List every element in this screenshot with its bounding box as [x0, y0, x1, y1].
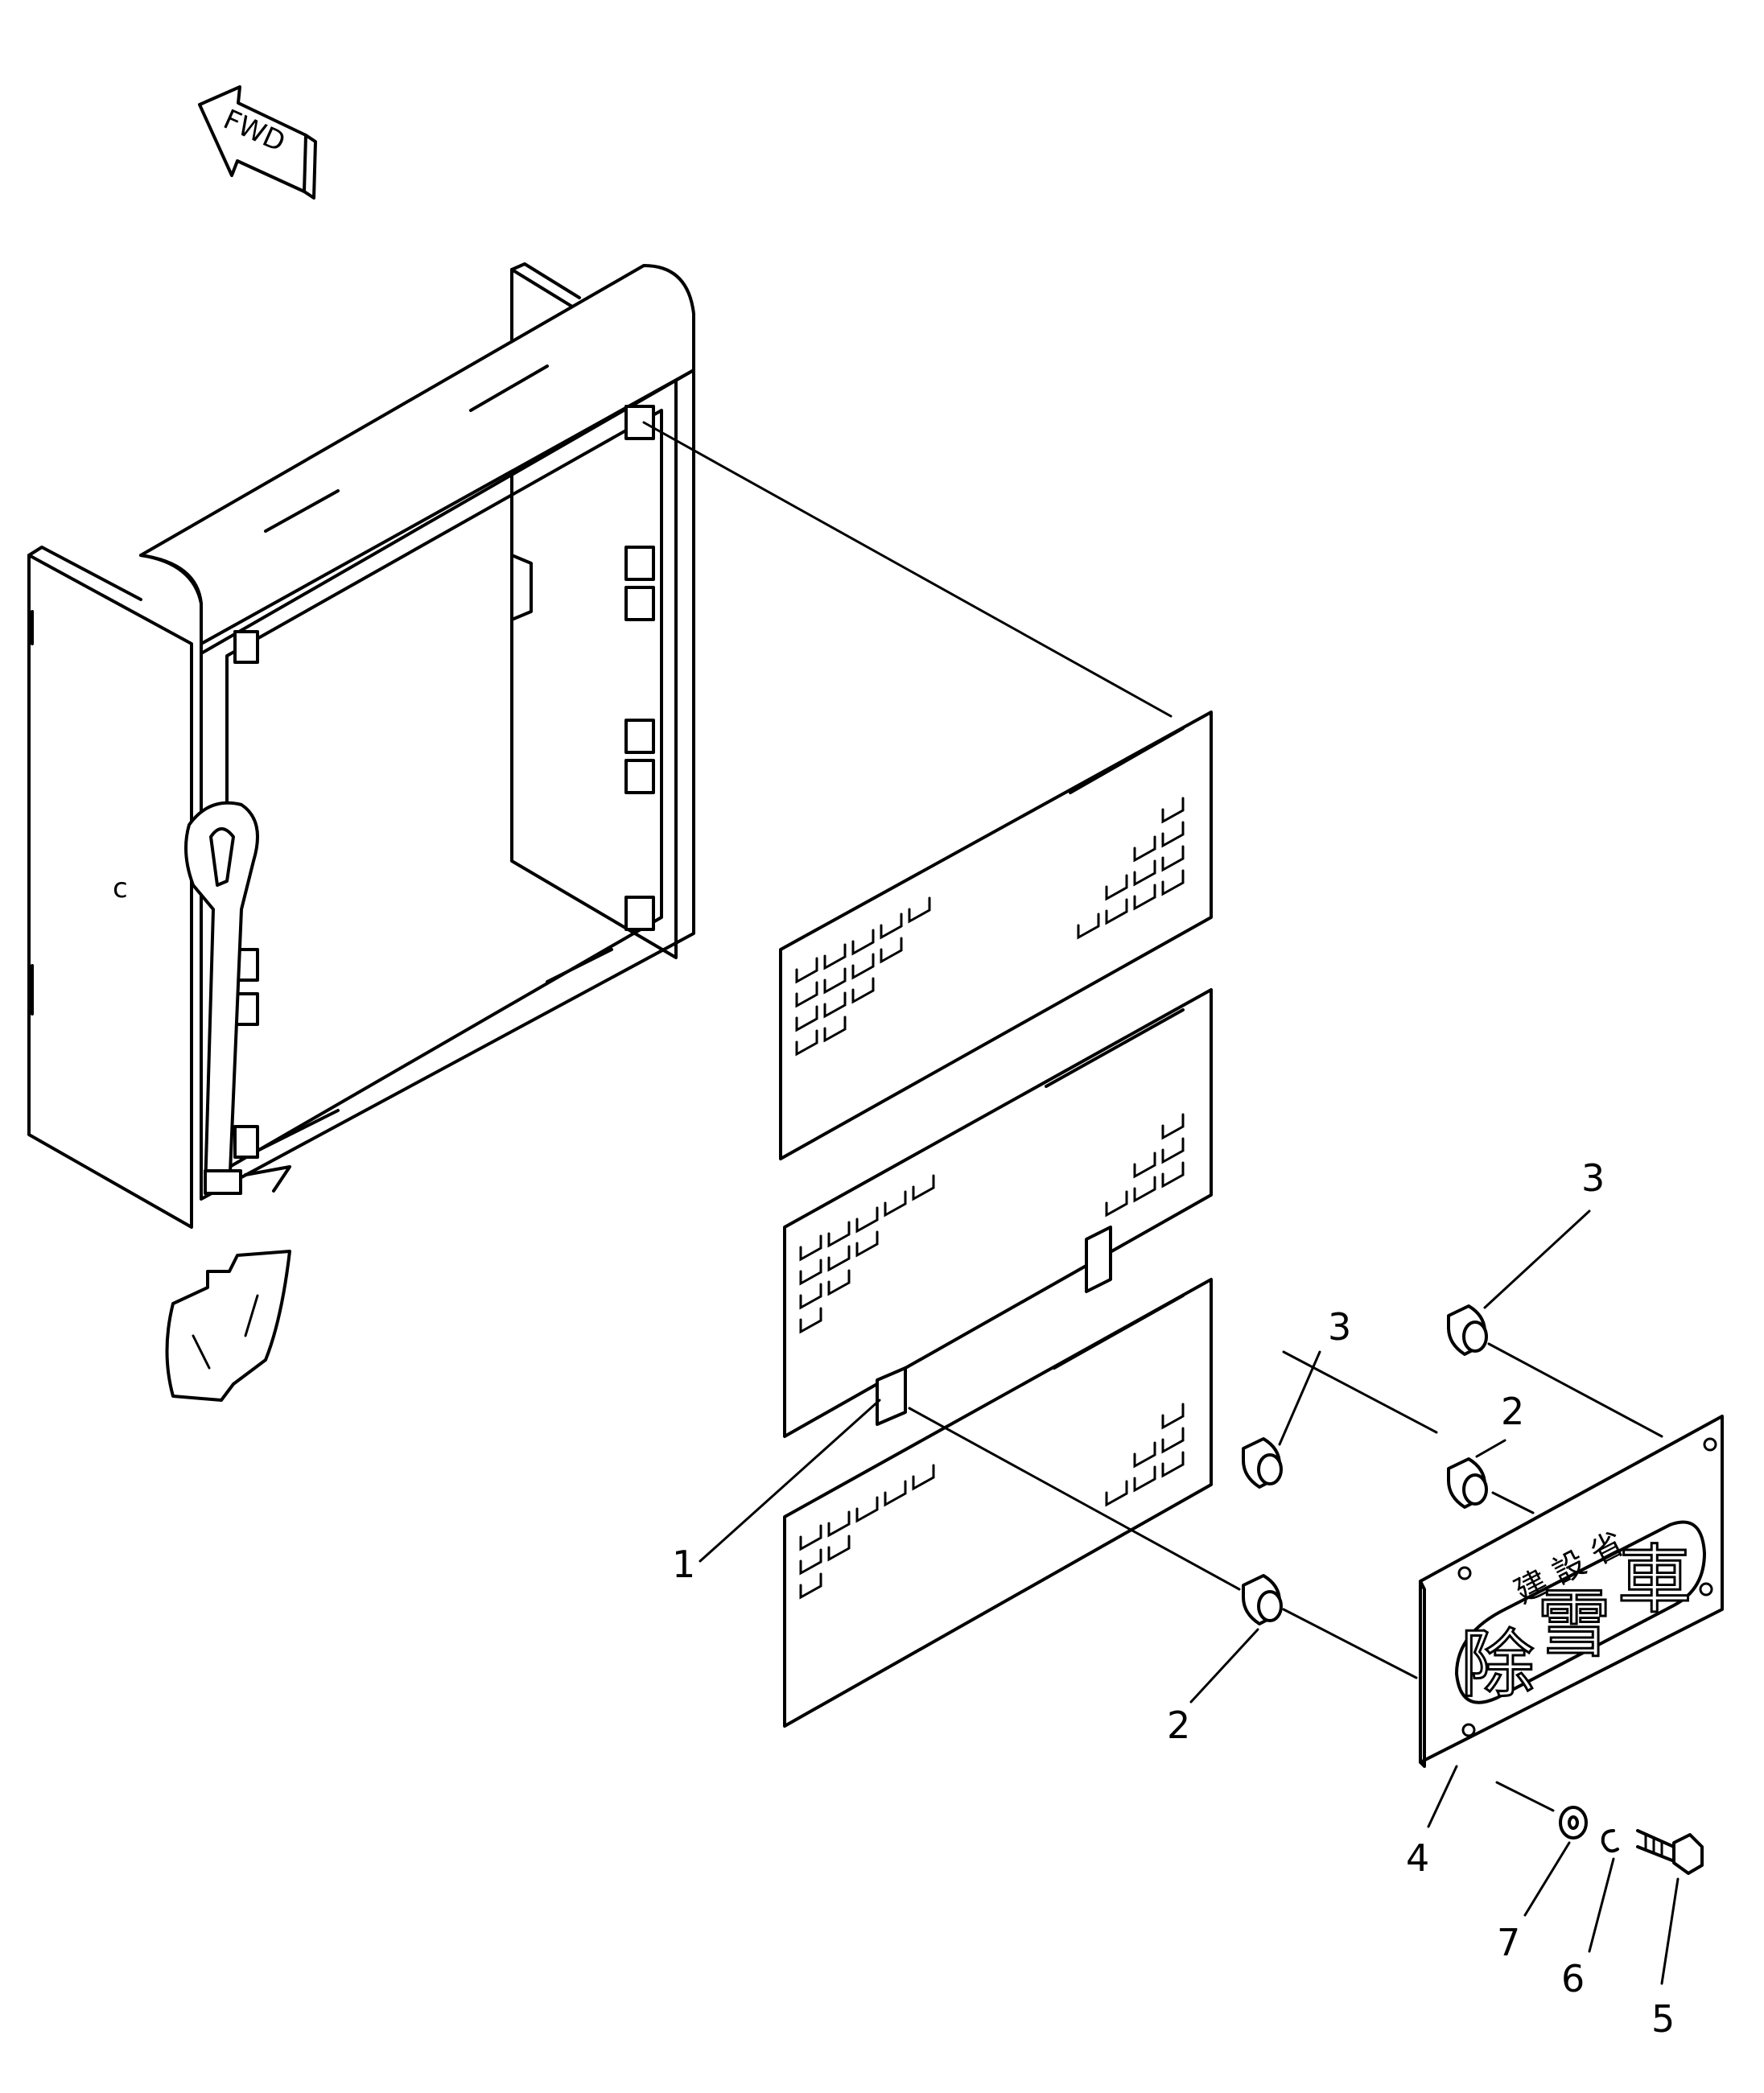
callout-3-right: 3 — [1581, 1156, 1605, 1200]
spacer-2-right — [1447, 1457, 1488, 1509]
forward-arrow-icon: FWD — [198, 85, 317, 200]
spacer-2-left — [1242, 1574, 1283, 1625]
bolt — [1636, 1829, 1704, 1875]
side-mark: c — [113, 872, 128, 904]
callouts: 1 2 2 3 3 4 5 6 7 — [672, 1156, 1675, 2041]
callout-2-right: 2 — [1501, 1390, 1524, 1433]
spacer-3-left — [1242, 1437, 1283, 1489]
lock-washer — [1601, 1829, 1619, 1853]
louver-panel-lower — [783, 1278, 1213, 1728]
spacer-3-right — [1447, 1304, 1488, 1356]
callout-5: 5 — [1651, 1997, 1675, 2041]
name-plate: 建 設 省 除 雪 車 — [1419, 1415, 1724, 1768]
louver-panel-middle — [783, 988, 1213, 1438]
plate-char-2: 雪 — [1537, 1581, 1611, 1667]
shovel — [165, 801, 291, 1402]
callout-7: 7 — [1497, 1921, 1520, 1964]
washer — [1559, 1806, 1588, 1840]
callout-6: 6 — [1561, 1957, 1585, 2000]
callout-1: 1 — [672, 1543, 695, 1586]
plate-char-1: 除 — [1461, 1621, 1535, 1708]
callout-4: 4 — [1406, 1836, 1429, 1880]
callout-2-left: 2 — [1167, 1704, 1190, 1747]
plate-char-3: 車 — [1618, 1537, 1692, 1623]
callout-3-left: 3 — [1328, 1305, 1351, 1349]
louver-panel-upper — [779, 711, 1213, 1160]
guide-lines — [642, 421, 1663, 1812]
leader-lines — [699, 1209, 1680, 1985]
housing-frame: c — [27, 262, 695, 1229]
